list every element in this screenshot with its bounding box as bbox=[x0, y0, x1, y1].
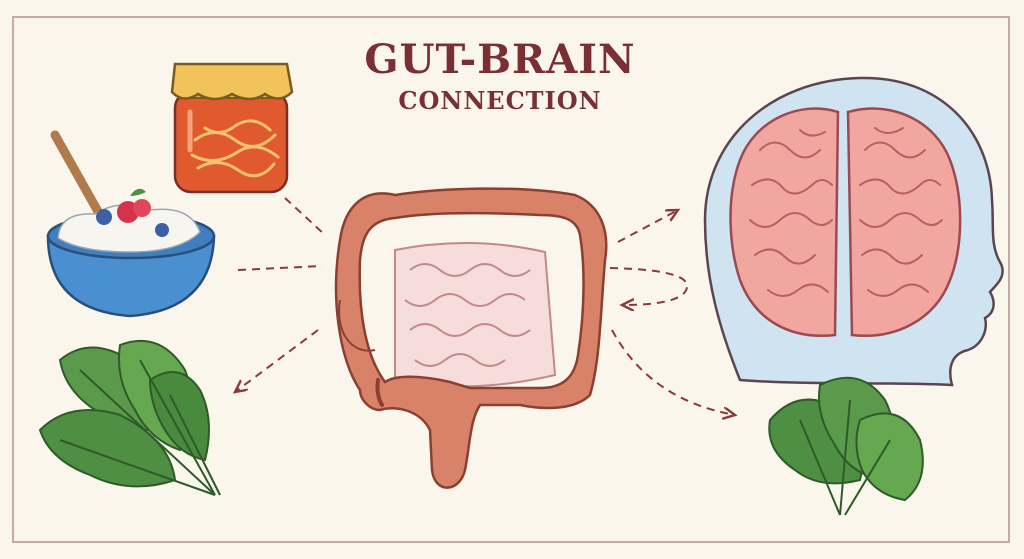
leafy-greens-icon bbox=[38, 339, 221, 496]
connection-arrows bbox=[235, 197, 735, 415]
page-subtitle: CONNECTION bbox=[398, 86, 602, 115]
spinach-icon bbox=[768, 376, 924, 516]
border-frame bbox=[12, 16, 1010, 543]
page-title: GUT-BRAIN bbox=[364, 36, 636, 83]
arrow-brain-loop bbox=[609, 267, 688, 305]
arrow-jar-to-gut bbox=[284, 197, 326, 236]
arrow-gut-to-greens bbox=[235, 329, 319, 392]
kimchi-jar-icon bbox=[170, 62, 294, 194]
yogurt-bowl-icon bbox=[46, 130, 216, 318]
brain-icon bbox=[729, 107, 962, 337]
arrow-gut-to-brain bbox=[617, 210, 678, 243]
arrow-bowl-to-gut bbox=[237, 265, 323, 271]
arrow-gut-to-spinach bbox=[611, 329, 735, 415]
intestines-icon bbox=[334, 187, 608, 489]
